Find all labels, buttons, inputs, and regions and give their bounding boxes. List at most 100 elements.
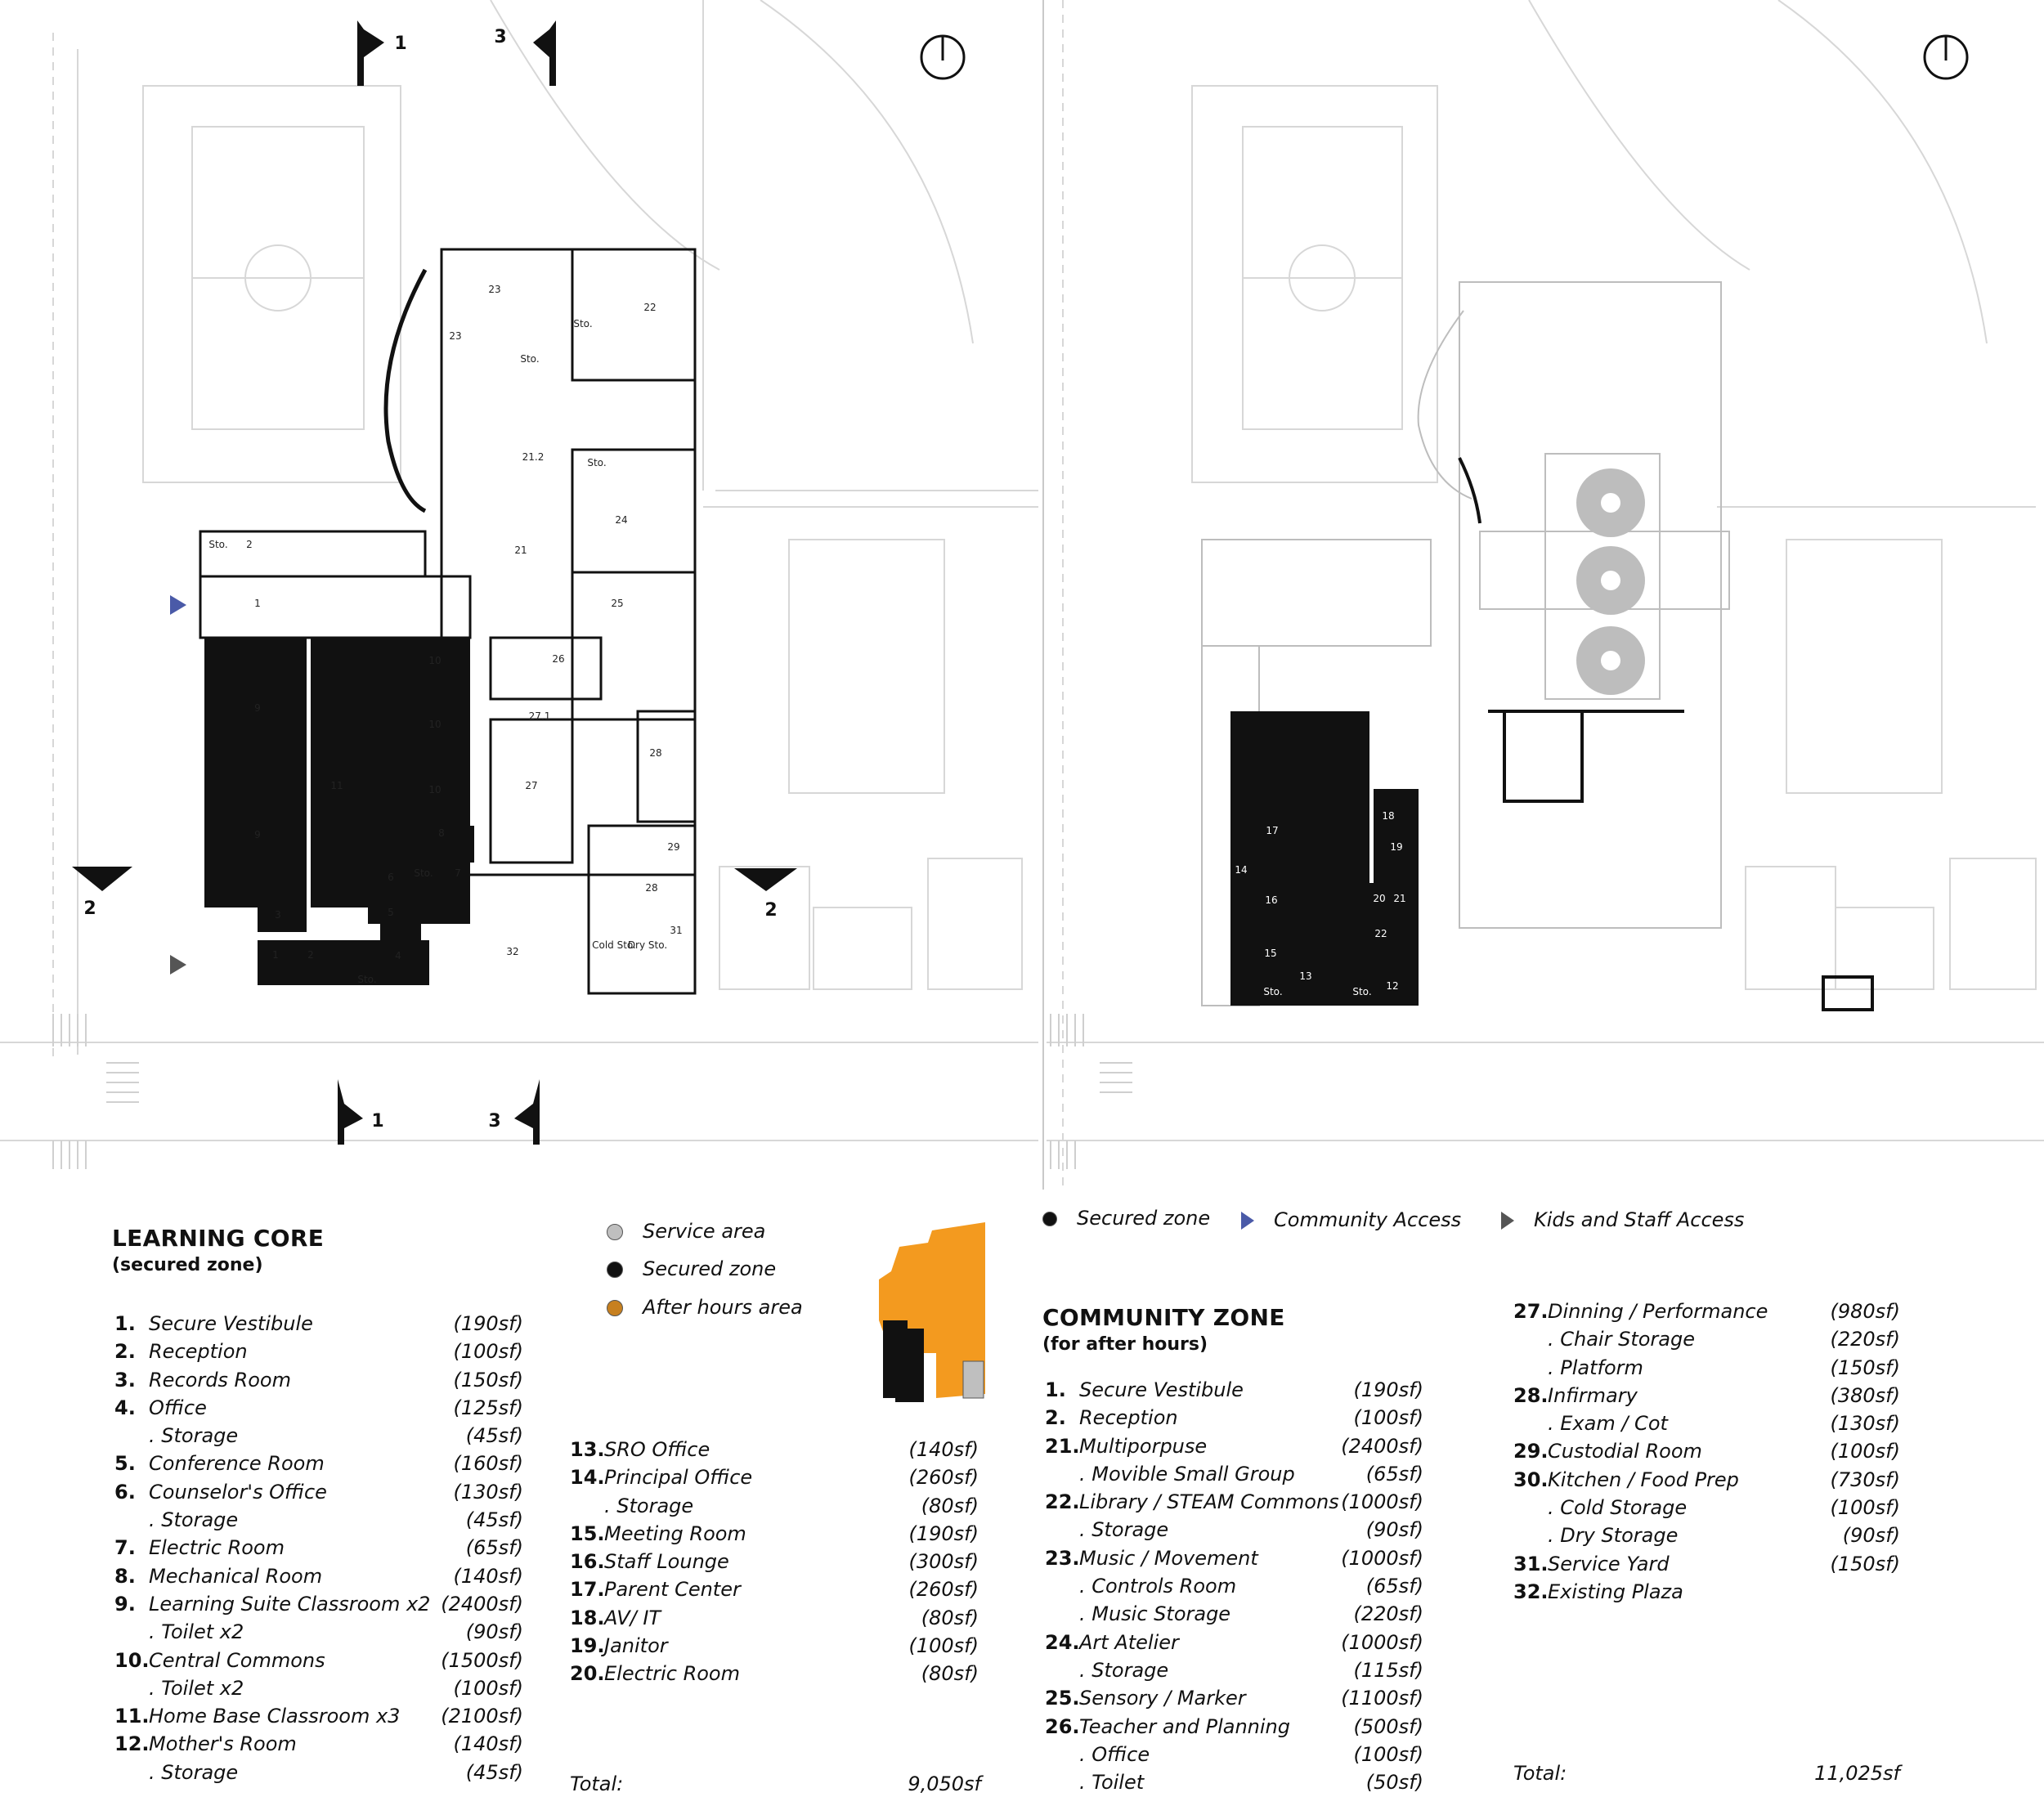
section-marker-label: 3 [494, 27, 506, 47]
room-name: . Controls Room [1079, 1575, 1237, 1598]
room-row: 12.Mother's Room(140sf) [114, 1730, 523, 1758]
room-number: 21. [1045, 1434, 1080, 1458]
room-area: (380sf) [1830, 1383, 1901, 1407]
room-name: Staff Lounge [604, 1550, 729, 1574]
room-number: 12. [114, 1732, 150, 1756]
learning-core-subtitle: (secured zone) [112, 1255, 263, 1275]
room-label: 23 [488, 284, 500, 295]
room-row: . Office(100sf) [1045, 1741, 1423, 1768]
room-area: (100sf) [453, 1340, 524, 1364]
key-after-hours: After hours area [607, 1296, 803, 1319]
room-label: 19 [1390, 841, 1402, 853]
room-label: 32 [506, 946, 518, 957]
room-number: 22. [1045, 1490, 1080, 1514]
secured-zone-fill [204, 638, 474, 985]
room-name: SRO Office [604, 1438, 710, 1461]
section-marker-label: 3 [488, 1111, 500, 1132]
room-label: 26 [552, 653, 564, 665]
room-row: 17.Parent Center(260sf) [570, 1575, 979, 1603]
room-name: . Storage [604, 1494, 694, 1517]
room-label: 24 [615, 514, 627, 526]
room-area: (65sf) [1365, 1462, 1423, 1486]
room-label: Sto. [573, 318, 592, 329]
room-area: (140sf) [908, 1438, 979, 1461]
room-area: (190sf) [453, 1312, 524, 1335]
room-row: . Storage (45sf) [114, 1759, 523, 1786]
room-row: . Toilet(50sf) [1045, 1768, 1423, 1796]
room-row: 18.AV/ IT(80sf) [570, 1604, 979, 1632]
room-row: 2.Reception(100sf) [114, 1338, 523, 1365]
room-name: Custodial Room [1548, 1440, 1702, 1463]
room-label: 21 [1393, 893, 1405, 904]
community-zone-header: COMMUNITY ZONE (for after hours) [1042, 1304, 1285, 1355]
room-row: . Storage(45sf) [114, 1422, 523, 1450]
room-label: 28 [649, 747, 661, 759]
crosswalks [1050, 1014, 1132, 1169]
room-row: . Dry Storage(90sf) [1513, 1521, 1900, 1549]
section-marker-label: 2 [83, 899, 96, 919]
room-row: 9.Learning Suite Classroom x2(2400sf) [114, 1590, 523, 1618]
room-area: (2400sf) [441, 1592, 523, 1616]
room-number: 19. [570, 1634, 605, 1658]
room-name: Secure Vestibule [149, 1312, 313, 1335]
room-row: . Exam / Cot(130sf) [1513, 1409, 1900, 1437]
room-name: Existing Plaza [1548, 1580, 1683, 1603]
room-area: (45sf) [465, 1760, 523, 1784]
room-number: 26. [1045, 1714, 1080, 1738]
room-number: 17. [570, 1578, 605, 1602]
learning-core-title: LEARNING CORE [112, 1225, 325, 1252]
room-row: . Cold Storage(100sf) [1513, 1494, 1900, 1521]
room-label: 15 [1264, 948, 1276, 959]
room-number: 10. [114, 1648, 150, 1672]
community-zone-total-label: Total: [1513, 1762, 1567, 1785]
room-label: 13 [1299, 970, 1311, 982]
room-number: 14. [570, 1466, 605, 1490]
room-area: (140sf) [453, 1564, 524, 1588]
room-name: Counselor's Office [149, 1480, 327, 1504]
room-number: 1. [1045, 1378, 1066, 1401]
site-context [0, 0, 1038, 1141]
room-area: (100sf) [1830, 1496, 1901, 1520]
room-area: (50sf) [1365, 1771, 1423, 1795]
room-name: . Chair Storage [1548, 1328, 1695, 1351]
room-row: 1.Secure Vestibule(190sf) [1045, 1376, 1423, 1404]
room-area: (130sf) [1830, 1412, 1901, 1436]
room-row: 25.Sensory / Marker(1100sf) [1045, 1684, 1423, 1712]
room-area: (65sf) [465, 1536, 523, 1560]
room-label: 3 [275, 909, 281, 921]
key-service-label: Service area [643, 1220, 766, 1243]
north-arrow [920, 34, 966, 80]
room-label: 29 [667, 841, 679, 853]
room-label: 2 [246, 539, 253, 550]
room-label: 11 [330, 780, 343, 791]
room-label: Sto. [1352, 986, 1371, 997]
room-number: 7. [114, 1536, 136, 1560]
room-label: 14 [1235, 864, 1247, 876]
room-label: 17 [1266, 825, 1278, 836]
room-row: 7.Electric Room(65sf) [114, 1534, 523, 1562]
room-row: 14.Principal Office(260sf) [570, 1463, 979, 1491]
room-label: 1 [254, 598, 261, 609]
room-row: . Storage(90sf) [1045, 1516, 1423, 1544]
room-row: . Toilet x2(90sf) [114, 1618, 523, 1646]
room-row: 1.Secure Vestibule(190sf) [114, 1310, 523, 1338]
roof-outline [1201, 281, 1730, 1006]
building-outline [1458, 457, 1874, 1011]
room-area: (300sf) [908, 1550, 979, 1574]
room-area: (260sf) [908, 1578, 979, 1602]
room-row: . Storage(115sf) [1045, 1656, 1423, 1684]
room-row: 32.Existing Plaza [1513, 1578, 1900, 1606]
room-label: 18 [1382, 810, 1394, 822]
room-row: 13.SRO Office(140sf) [570, 1436, 979, 1463]
room-label: 20 [1373, 893, 1385, 904]
secured-dot [1042, 1212, 1057, 1226]
room-number: 5. [114, 1452, 136, 1476]
community-zone-rooms-list-2: 27.Dinning / Performance(980sf). Chair S… [1513, 1297, 1900, 1606]
room-area: (90sf) [465, 1620, 523, 1644]
building-outline [199, 248, 697, 995]
room-label: 9 [254, 829, 261, 840]
room-row: 22.Library / STEAM Commons(1000sf) [1045, 1488, 1423, 1516]
room-name: . Storage [149, 1760, 239, 1784]
crosswalks [52, 1014, 139, 1169]
